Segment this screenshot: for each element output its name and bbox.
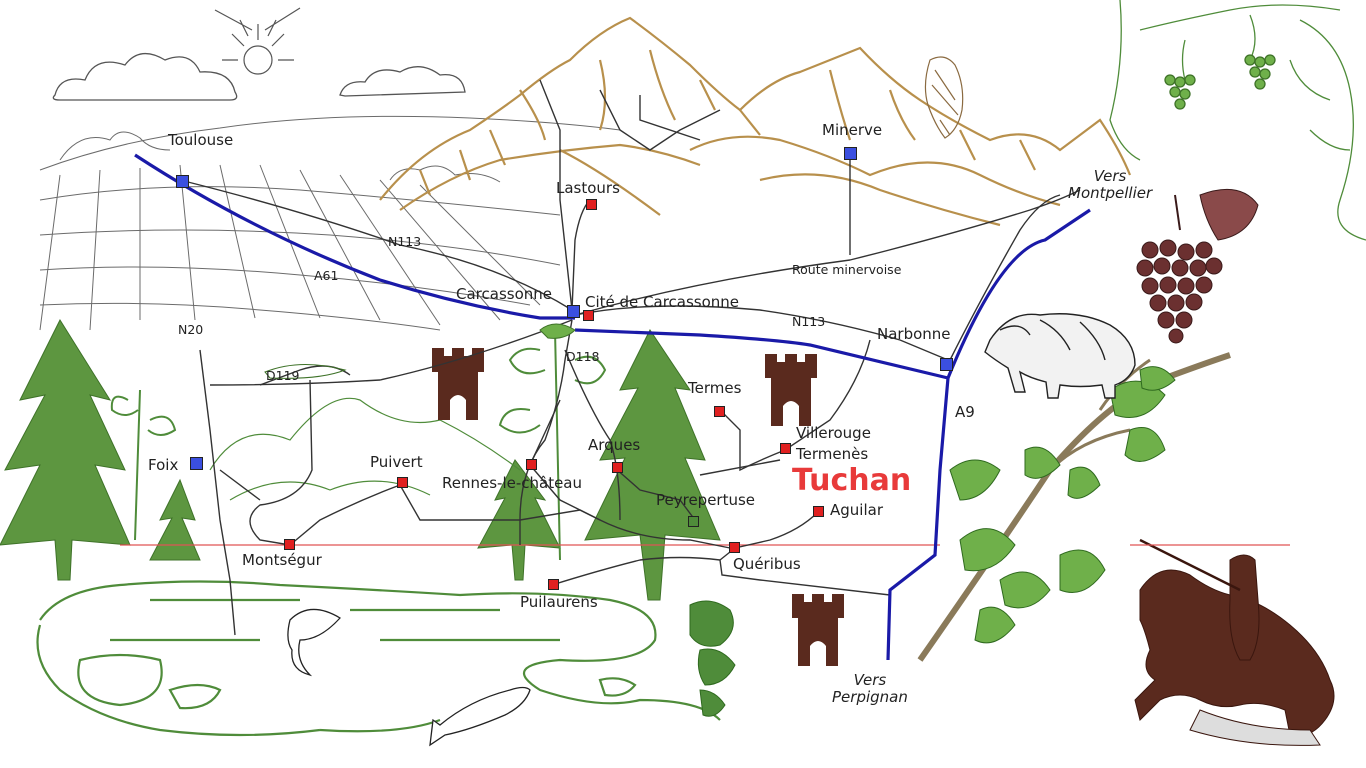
marker-rennes[interactable] [526, 459, 537, 470]
road-label-d119: D119 [266, 368, 300, 383]
label-arques: Arques [588, 436, 641, 454]
marker-lastours[interactable] [586, 199, 597, 210]
label-termes: Termes [688, 379, 742, 397]
road-label-a9: A9 [955, 403, 975, 421]
tower-icon [432, 348, 844, 666]
road-label-d118: D118 [566, 349, 600, 364]
road-label-n113-west: N113 [388, 234, 422, 249]
marker-villerouge[interactable] [780, 443, 791, 454]
label-montsegur: Montségur [242, 551, 322, 569]
marker-puilaurens[interactable] [548, 579, 559, 590]
knight-icon [1134, 538, 1335, 746]
vine-leaf-icon [1109, 0, 1366, 241]
label-cite: Cité de Carcassonne [585, 293, 740, 311]
label-villerouge: Villerouge [796, 424, 871, 442]
eagle-icon [924, 56, 964, 139]
label-narbonne: Narbonne [877, 325, 951, 343]
direction-perpignan-line2: Perpignan [832, 687, 908, 706]
fish-icon [287, 608, 531, 747]
highlight-tuchan[interactable]: Tuchan [792, 463, 912, 498]
label-aguilar: Aguilar [830, 501, 883, 519]
label-puilaurens: Puilaurens [520, 593, 598, 611]
direction-montpellier-line1: Vers [1093, 167, 1127, 185]
marker-aguilar[interactable] [813, 506, 824, 517]
marker-montsegur[interactable] [284, 539, 295, 550]
label-toulouse: Toulouse [168, 131, 234, 149]
field-icon [39, 115, 621, 331]
marker-queribus[interactable] [729, 542, 740, 553]
label-minerve: Minerve [822, 121, 883, 139]
direction-montpellier: Vers Montpellier [1068, 168, 1152, 201]
marker-puivert[interactable] [397, 477, 408, 488]
marker-peyrepertuse[interactable] [688, 516, 699, 527]
road-label-n113-east: N113 [792, 314, 826, 329]
marker-cite[interactable] [583, 310, 594, 321]
label-peyrepertuse: Peyrepertuse [656, 491, 756, 509]
road-label-a61: A61 [314, 268, 339, 283]
cloud-icon [52, 53, 466, 101]
mountain-icon [379, 16, 1132, 227]
highway-network [134, 153, 1091, 661]
label-carcassonne: Carcassonne [456, 285, 552, 303]
marker-carcassonne[interactable] [567, 305, 580, 318]
marker-arques[interactable] [612, 462, 623, 473]
sun-icon [214, 7, 301, 75]
marker-narbonne[interactable] [940, 358, 953, 371]
label-foix: Foix [148, 456, 179, 474]
boar-icon [984, 313, 1136, 399]
pine-tree-icon [0, 318, 721, 601]
marker-termes[interactable] [714, 406, 725, 417]
label-termenes: Termenès [796, 445, 869, 463]
direction-perpignan: Vers Perpignan [832, 672, 908, 705]
label-lastours: Lastours [556, 179, 620, 197]
label-puivert: Puivert [370, 453, 423, 471]
direction-perpignan-line1: Vers [853, 671, 887, 689]
label-rennes: Rennes-le-château [442, 474, 583, 492]
lake-icon [36, 580, 721, 737]
deciduous-tree-icon [110, 329, 607, 561]
marker-foix[interactable] [190, 457, 203, 470]
marker-toulouse[interactable] [176, 175, 189, 188]
label-queribus: Quéribus [733, 555, 801, 573]
road-label-n20: N20 [178, 322, 204, 337]
ivy-branch-icon [917, 352, 1231, 662]
grapes-icon [1136, 188, 1259, 344]
vine-leaf-icon [689, 600, 736, 717]
grass-icon [264, 323, 576, 379]
marker-minerve[interactable] [844, 147, 857, 160]
direction-montpellier-line2: Montpellier [1068, 183, 1153, 202]
road-label-minervoise: Route minervoise [792, 262, 902, 277]
